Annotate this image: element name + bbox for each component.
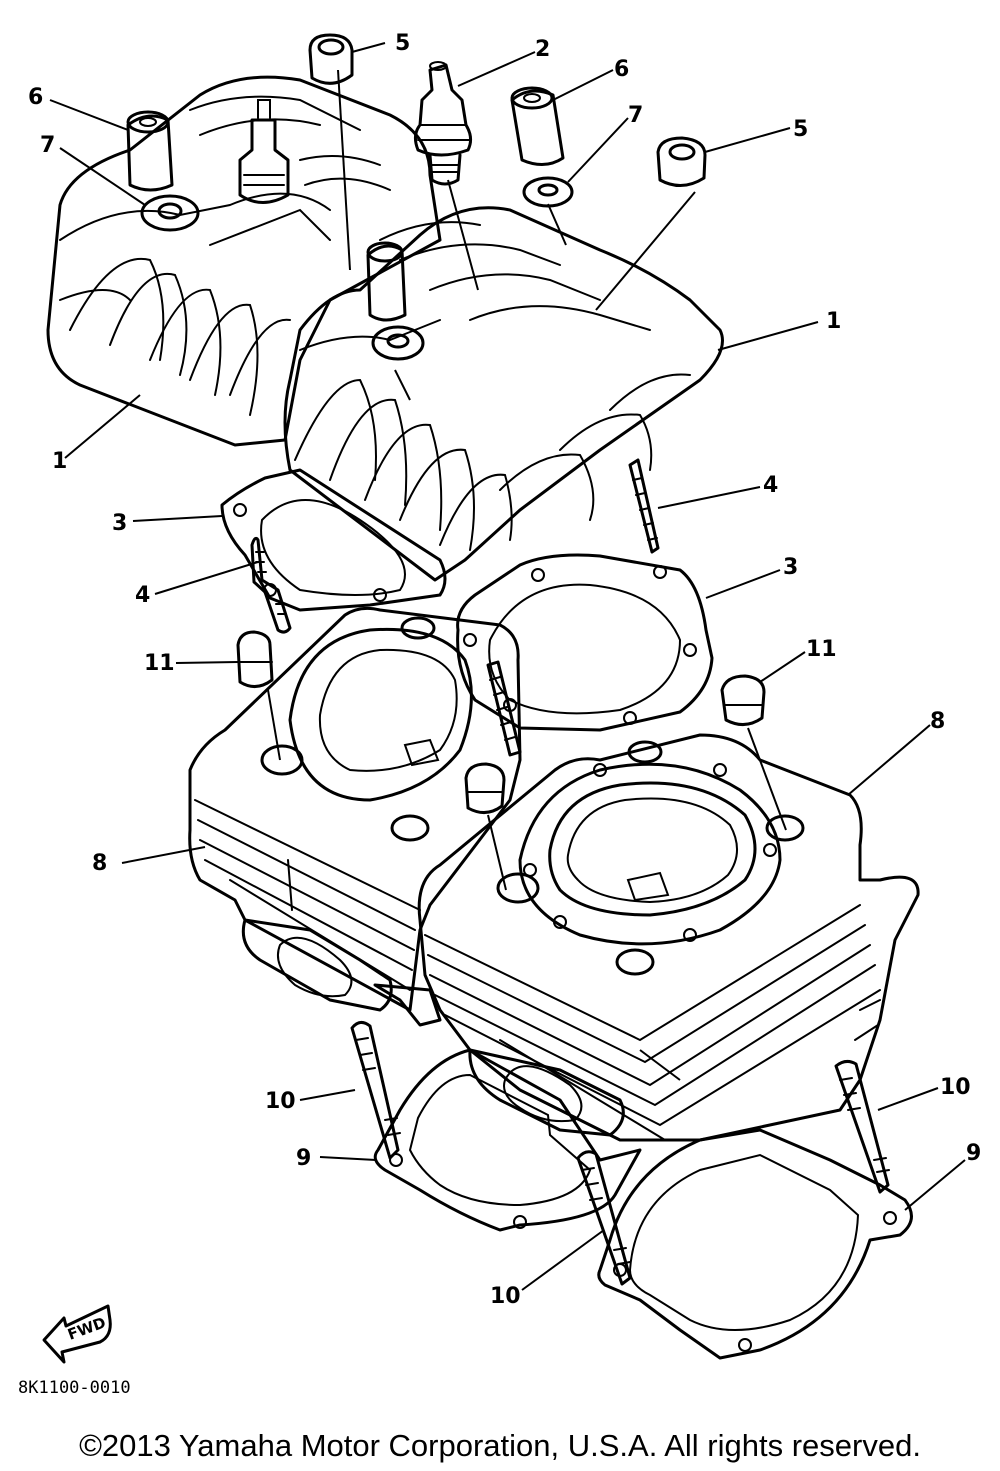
callout-labels: 1 1 2 3 3 4 4 5 5 6 6 7 7 8 8 9 9 10 10 …	[28, 31, 981, 1309]
part-code: 8K1100-0010	[18, 1378, 131, 1398]
callout-10-left: 10	[265, 1089, 296, 1114]
callout-10-right: 10	[940, 1075, 971, 1100]
head-gasket-front	[456, 553, 714, 732]
callout-4-left: 4	[135, 583, 150, 608]
callout-1-right: 1	[826, 309, 841, 334]
flange-nut-center	[464, 762, 506, 814]
callout-1-left: 1	[52, 449, 67, 474]
callout-7-right: 7	[628, 103, 643, 128]
callout-8-left: 8	[92, 851, 107, 876]
callout-6-right: 6	[614, 57, 629, 82]
callout-11-left: 11	[144, 651, 175, 676]
callout-5-right: 5	[793, 117, 808, 142]
cylinder-block-front	[417, 733, 920, 1142]
cap-nut-right	[656, 136, 707, 187]
callout-11-right: 11	[806, 637, 837, 662]
callout-8-right: 8	[930, 709, 945, 734]
callout-4-right: 4	[763, 473, 778, 498]
stud-bolt-left	[250, 536, 292, 634]
callout-9-right: 9	[966, 1141, 981, 1166]
block-studs	[486, 660, 522, 757]
long-stud-right	[834, 1059, 890, 1194]
spark-plug	[413, 61, 473, 186]
cylinder-head-front	[283, 206, 724, 582]
callout-3-left: 3	[112, 511, 127, 536]
callout-6-left: 6	[28, 85, 43, 110]
cylinder-head-rear	[46, 75, 442, 447]
callout-5-top: 5	[395, 31, 410, 56]
exploded-parts-diagram: FWD 8K1100-0010 1	[18, 31, 981, 1398]
spacer-stud	[510, 86, 565, 166]
long-stud-left	[350, 1021, 401, 1160]
leader-lines	[49, 42, 966, 1291]
long-stud-bottom	[576, 1150, 632, 1286]
flange-nut-left	[236, 630, 274, 688]
callout-7-left: 7	[40, 133, 55, 158]
flange-nut-right	[720, 674, 766, 726]
stud-bolt-right	[628, 458, 660, 554]
copyright-notice: ©2013 Yamaha Motor Corporation, U.S.A. A…	[79, 1428, 921, 1463]
callout-2: 2	[535, 37, 550, 62]
base-gasket-right	[597, 1128, 913, 1360]
forward-arrow-icon: FWD	[42, 1304, 112, 1364]
callout-10-bottom: 10	[490, 1284, 521, 1309]
callout-9-left: 9	[296, 1146, 311, 1171]
plain-washer	[522, 176, 574, 208]
callout-3-right: 3	[783, 555, 798, 580]
cap-nut-top	[308, 33, 354, 85]
cylinder-block-rear	[188, 606, 522, 1027]
